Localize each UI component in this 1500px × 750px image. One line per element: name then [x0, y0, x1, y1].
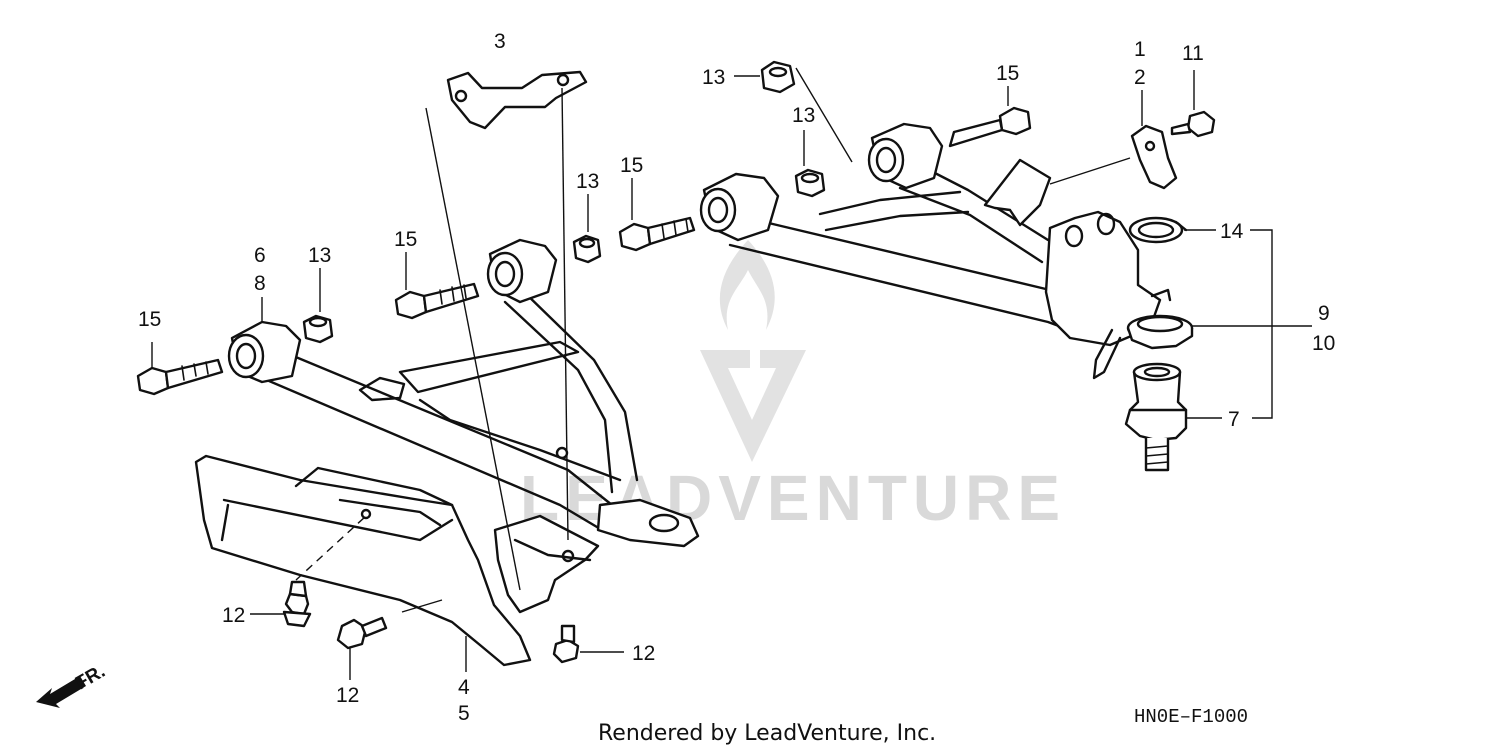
- part-15-bolt-upper: [948, 106, 1032, 148]
- callout-6: 6: [254, 244, 266, 267]
- callout-8: 8: [254, 272, 266, 295]
- callout-7: 7: [1228, 408, 1240, 431]
- callout-11: 11: [1182, 42, 1204, 65]
- leadventure-watermark-logo: [700, 240, 806, 462]
- callout-13-top: 13: [702, 66, 725, 89]
- leader-lines: [151, 67, 1312, 680]
- callout-1: 1: [1134, 38, 1146, 61]
- callout-12-right: 12: [632, 642, 655, 665]
- callout-10: 10: [1312, 332, 1335, 355]
- callout-12-left: 12: [222, 604, 245, 627]
- part-13-nut-upper: [794, 168, 826, 198]
- callout-15-rear: 15: [620, 154, 643, 177]
- part-14-circlip: [1128, 216, 1188, 244]
- callout-5: 5: [458, 702, 470, 725]
- callout-12-center: 12: [336, 684, 359, 707]
- part-12-bolt-left: [282, 580, 312, 628]
- callout-13-middle: 13: [576, 170, 599, 193]
- part-12-bolt-right: [552, 624, 580, 664]
- part-12-bolt-center: [336, 616, 388, 650]
- callout-13-front: 13: [308, 244, 331, 267]
- callout-15-middle: 15: [394, 228, 417, 251]
- part-7-ball-joint: [1124, 362, 1188, 472]
- part-2-hose-clamp: [1130, 124, 1178, 190]
- part-1-upper-arm: [699, 122, 1172, 380]
- part-9-boot: [1126, 314, 1194, 350]
- part-15-bolt-front: [136, 358, 224, 396]
- part-11-bolt: [1170, 110, 1216, 138]
- callout-13-upper: 13: [792, 104, 815, 127]
- part-13-nut-middle: [572, 234, 602, 264]
- front-direction-arrow: FR.: [36, 661, 109, 708]
- callout-3: 3: [494, 30, 506, 53]
- part-15-bolt-rear: [618, 216, 696, 252]
- part-13-nut-top: [760, 60, 796, 94]
- callout-2: 2: [1134, 66, 1146, 89]
- callout-9: 9: [1318, 302, 1330, 325]
- render-credit: Rendered by LeadVenture, Inc.: [598, 721, 936, 746]
- part-13-nut-front: [302, 314, 334, 344]
- callout-15-front: 15: [138, 308, 161, 331]
- part-4-arm-guard: [194, 454, 600, 667]
- callout-labels: 3 6 8 13 15 15 13 15 13 13 15 1 2 11 14 …: [138, 30, 1335, 725]
- callout-14: 14: [1220, 220, 1244, 243]
- callout-15-upper: 15: [996, 62, 1019, 85]
- diagram-code: HN0E–F1000: [1134, 706, 1248, 728]
- callout-4: 4: [458, 676, 470, 699]
- part-3-bracket: [446, 70, 588, 130]
- part-15-bolt-middle: [394, 282, 480, 320]
- part-6-lower-arm: [227, 238, 700, 548]
